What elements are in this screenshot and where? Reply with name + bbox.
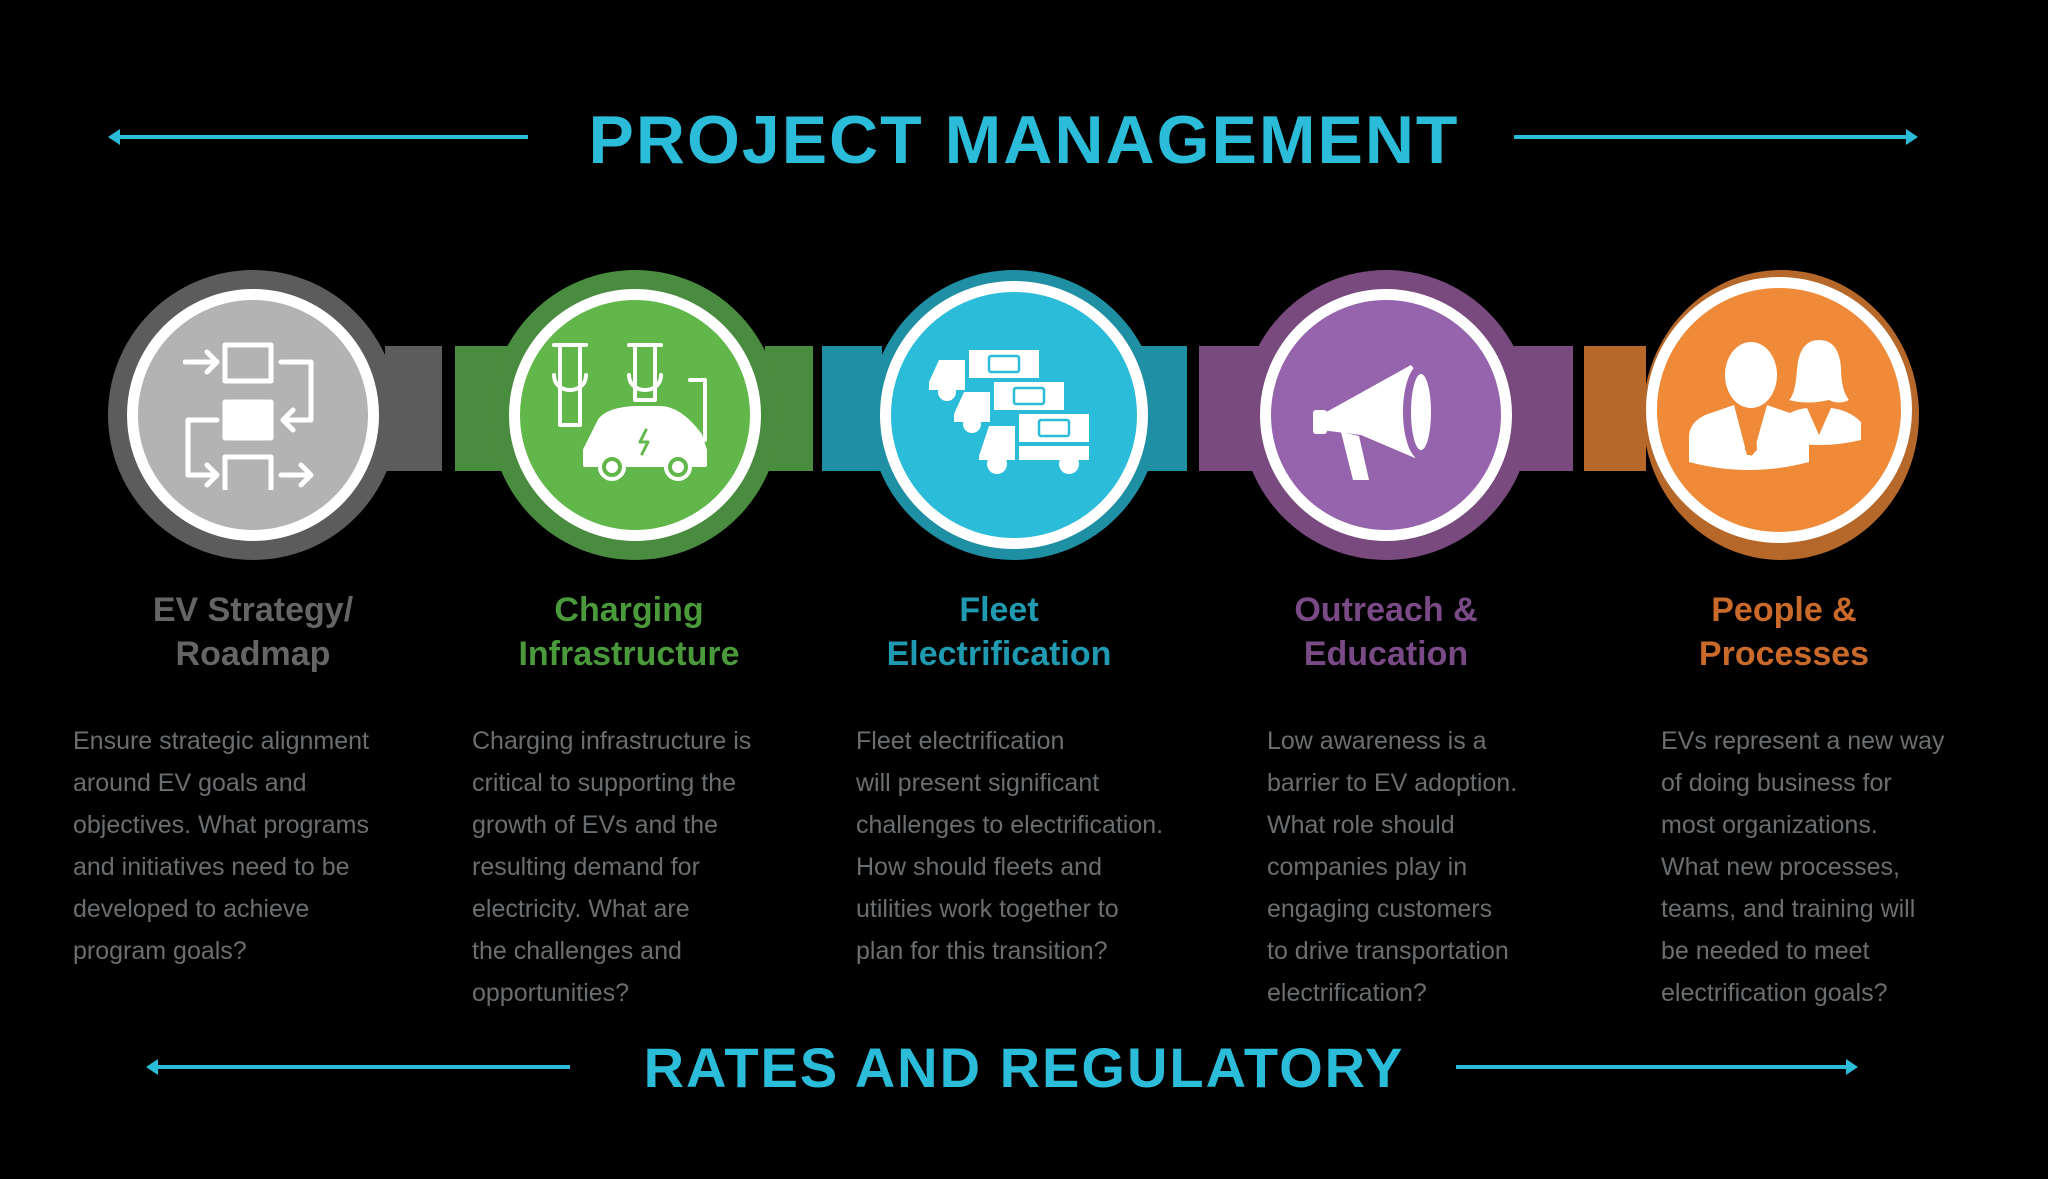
icon-circle	[880, 281, 1148, 549]
left-arrow-line	[118, 135, 528, 139]
step-heading-line2: Infrastructure	[518, 635, 740, 673]
icon-circle	[509, 289, 761, 541]
step-heading-line1: Charging	[554, 591, 704, 629]
step-description: Fleet electrification will present signi…	[856, 727, 1164, 965]
step-heading-line1: Outreach &	[1294, 591, 1478, 629]
megaphone-icon	[1313, 364, 1439, 480]
flowchart-icon	[183, 342, 314, 490]
connector-band-people	[1584, 346, 1646, 471]
step-heading-line1: Fleet	[959, 591, 1039, 629]
arrow-right-icon	[1906, 129, 1918, 145]
step-heading-line2: Education	[1303, 635, 1469, 673]
electric-trucks-icon	[929, 350, 1089, 474]
step-heading-line2: Electrification	[886, 635, 1112, 673]
left-arrow-line	[156, 1065, 570, 1069]
banner-title-rates-regulatory: RATES AND REGULATORY	[643, 1035, 1405, 1099]
arrow-left-icon	[108, 129, 120, 145]
step-heading-line1: EV Strategy/	[152, 591, 354, 629]
step-description: Ensure strategic alignment around EV goa…	[73, 727, 369, 965]
arrow-right-icon	[1846, 1059, 1858, 1075]
icon-circle	[1260, 289, 1512, 541]
step-description: Charging infrastructure is critical to s…	[472, 727, 752, 1007]
banner-title-project-management: PROJECT MANAGEMENT	[588, 102, 1460, 178]
step-heading-line2: Roadmap	[175, 635, 331, 673]
step-heading-line1: People &	[1711, 591, 1857, 629]
step-description: EVs represent a new way of doing busines…	[1661, 727, 1945, 1007]
arrow-left-icon	[146, 1059, 158, 1075]
step-description: Low awareness is a barrier to EV adoptio…	[1267, 727, 1518, 1007]
right-arrow-line	[1456, 1065, 1848, 1069]
icon-circle	[127, 289, 379, 541]
right-arrow-line	[1514, 135, 1908, 139]
icon-circle	[1646, 277, 1912, 543]
step-heading-line2: Processes	[1698, 635, 1870, 673]
people-icon	[1689, 340, 1861, 470]
charging-station-car-icon	[552, 343, 707, 481]
